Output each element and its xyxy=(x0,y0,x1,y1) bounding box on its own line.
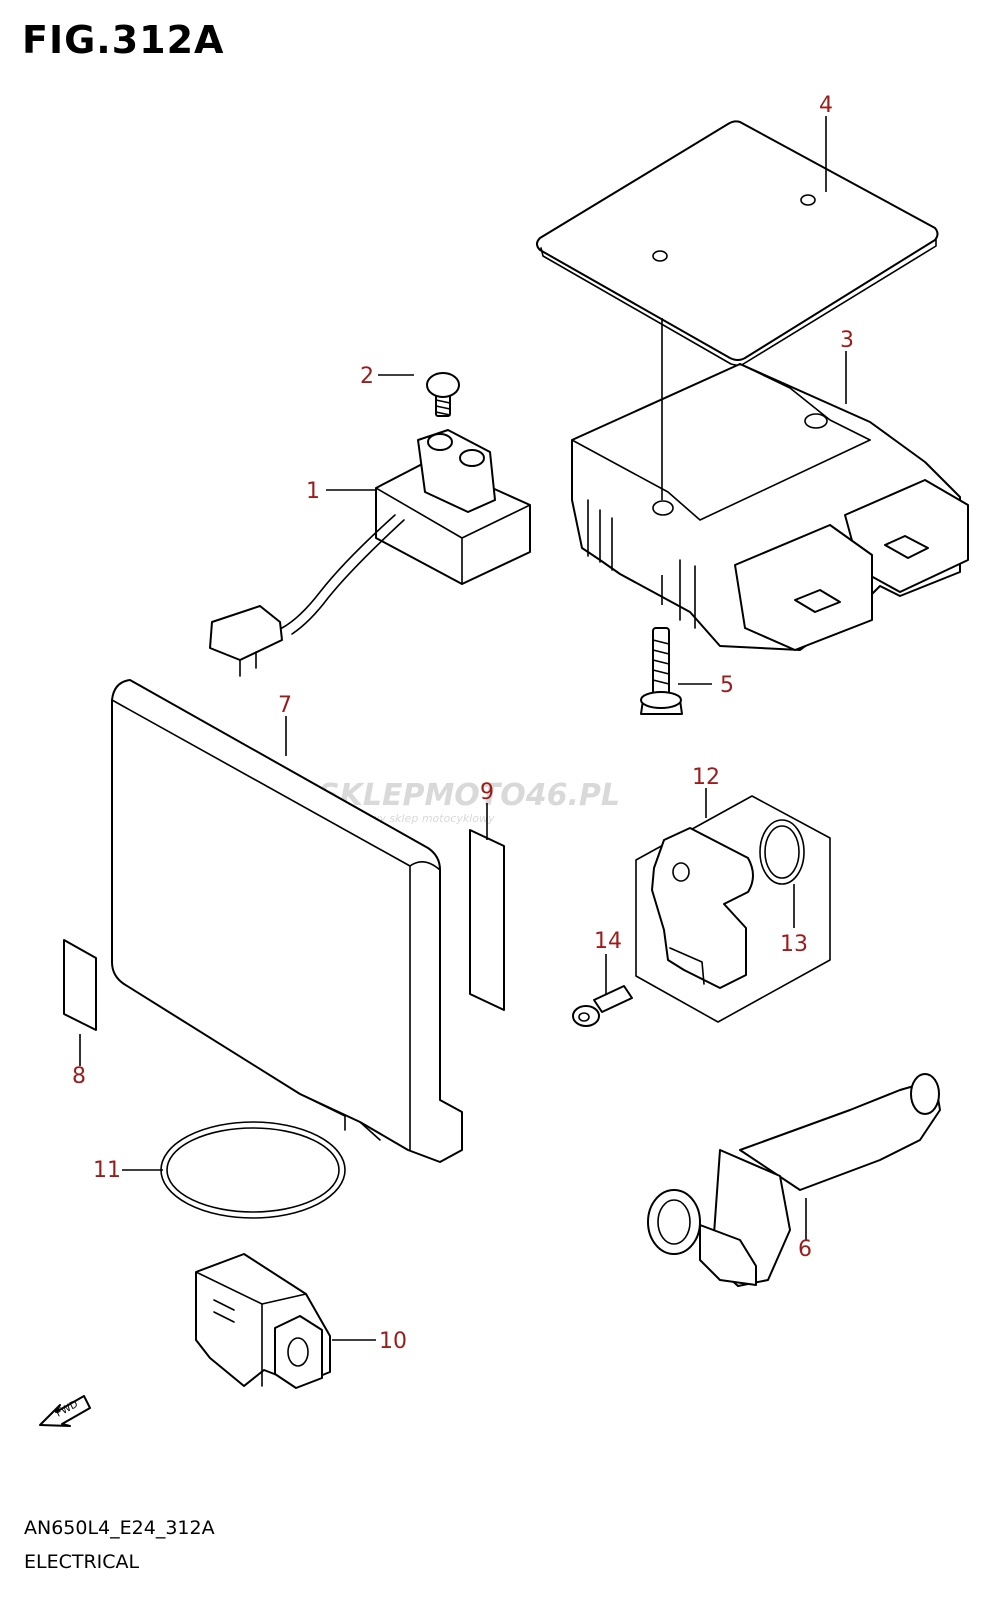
part-2-screw[interactable] xyxy=(426,372,460,417)
watermark-brand-b: MOTO xyxy=(424,778,525,813)
watermark-brand-c: 46 xyxy=(525,778,568,813)
fwd-arrow: FWD xyxy=(39,1395,91,1427)
callout-4: 4 xyxy=(819,93,833,118)
callout-7: 7 xyxy=(278,693,292,718)
callout-labels: 4 3 2 1 5 7 9 8 12 13 14 11 6 10 xyxy=(72,93,854,1354)
part-11-band[interactable] xyxy=(160,1121,346,1219)
part-7-ecm[interactable] xyxy=(111,679,463,1163)
watermark-brand-d: .PL xyxy=(568,778,621,813)
part-6-sensor[interactable] xyxy=(647,1073,941,1287)
callout-8: 8 xyxy=(72,1064,86,1089)
part-8-pad[interactable] xyxy=(63,939,97,1031)
watermark: SKLEPMOTO46.PL internetowy sklep motocyk… xyxy=(318,778,620,825)
footer-caption: ELECTRICAL xyxy=(24,1551,140,1573)
part-10-connector[interactable] xyxy=(195,1253,331,1389)
svg-text:SKLEPMOTO46.PL: SKLEPMOTO46.PL xyxy=(318,778,620,813)
part-13-oring[interactable] xyxy=(759,819,805,885)
callout-1: 1 xyxy=(306,479,320,504)
callout-6: 6 xyxy=(798,1237,812,1262)
figure-title: FIG.312A xyxy=(22,18,225,62)
part-4-cover-plate[interactable] xyxy=(536,120,939,367)
callout-11: 11 xyxy=(93,1158,121,1183)
leader-lines xyxy=(79,116,847,1341)
part-3-regulator[interactable] xyxy=(571,363,969,651)
part-1-starter-relay[interactable] xyxy=(209,429,531,677)
callout-5: 5 xyxy=(720,673,734,698)
callout-12: 12 xyxy=(692,765,720,790)
part-9-pad[interactable] xyxy=(469,829,505,1011)
callout-14: 14 xyxy=(594,929,622,954)
part-14-screw[interactable] xyxy=(572,985,633,1027)
part-12-sensor-group[interactable] xyxy=(635,795,831,1023)
part-5-bolt[interactable] xyxy=(640,627,683,715)
callout-9: 9 xyxy=(480,780,494,805)
footer-figure-code: AN650L4_E24_312A xyxy=(24,1517,215,1539)
callout-10: 10 xyxy=(379,1329,407,1354)
callout-3: 3 xyxy=(840,328,854,353)
callout-13: 13 xyxy=(780,932,808,957)
callout-2: 2 xyxy=(360,364,374,389)
